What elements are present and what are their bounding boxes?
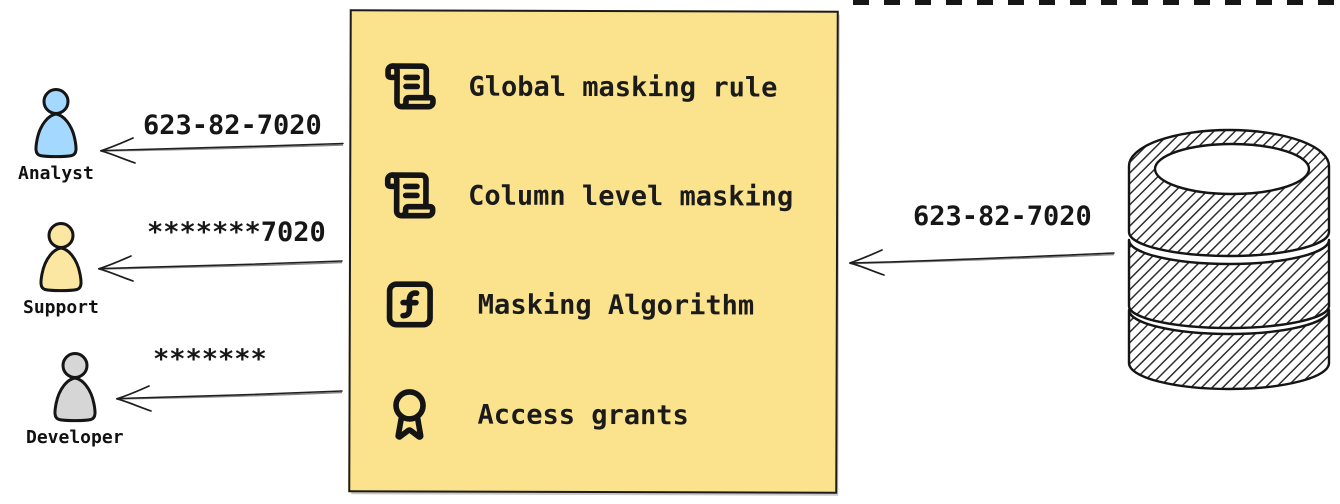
box-item-label: Global masking rule (468, 71, 778, 104)
value-label-developer: ******* (153, 344, 267, 375)
scroll-text-icon (385, 63, 436, 110)
persona-developer: Developer (26, 352, 124, 448)
function-square-icon (386, 281, 433, 328)
scroll-text-icon (384, 172, 436, 219)
box-item-global-masking-rule: Global masking rule (383, 58, 777, 115)
persona-label-developer: Developer (26, 427, 124, 448)
arrow-to-support (98, 255, 343, 282)
dashed-line-top (853, 0, 1340, 5)
arrow-to-analyst (100, 137, 344, 164)
persona-support: Support (23, 222, 99, 318)
box-item-masking-algorithm: Masking Algorithm (383, 276, 755, 333)
analyst-person-icon (34, 88, 78, 159)
arrow-database-to-box (849, 249, 1115, 276)
box-item-access-grants: Access grants (382, 383, 689, 446)
box-item-label: Access grants (477, 399, 689, 431)
masking-box: Global masking rule Column level masking… (348, 9, 839, 494)
persona-label-analyst: Analyst (18, 163, 94, 184)
value-label-support: *******7020 (147, 217, 326, 248)
persona-label-support: Support (23, 297, 99, 318)
box-item-label: Masking Algorithm (477, 289, 755, 322)
persona-analyst: Analyst (18, 88, 94, 184)
arrow-to-developer (116, 385, 343, 412)
box-item-label: Column level masking (468, 180, 794, 213)
database-icon (1127, 128, 1331, 391)
value-label-analyst: 623-82-7020 (143, 110, 322, 141)
developer-person-icon (53, 352, 97, 423)
support-person-icon (39, 222, 83, 293)
value-label-database: 623-82-7020 (913, 201, 1092, 232)
award-icon (393, 389, 426, 440)
box-item-column-level-masking: Column level masking (383, 167, 793, 224)
